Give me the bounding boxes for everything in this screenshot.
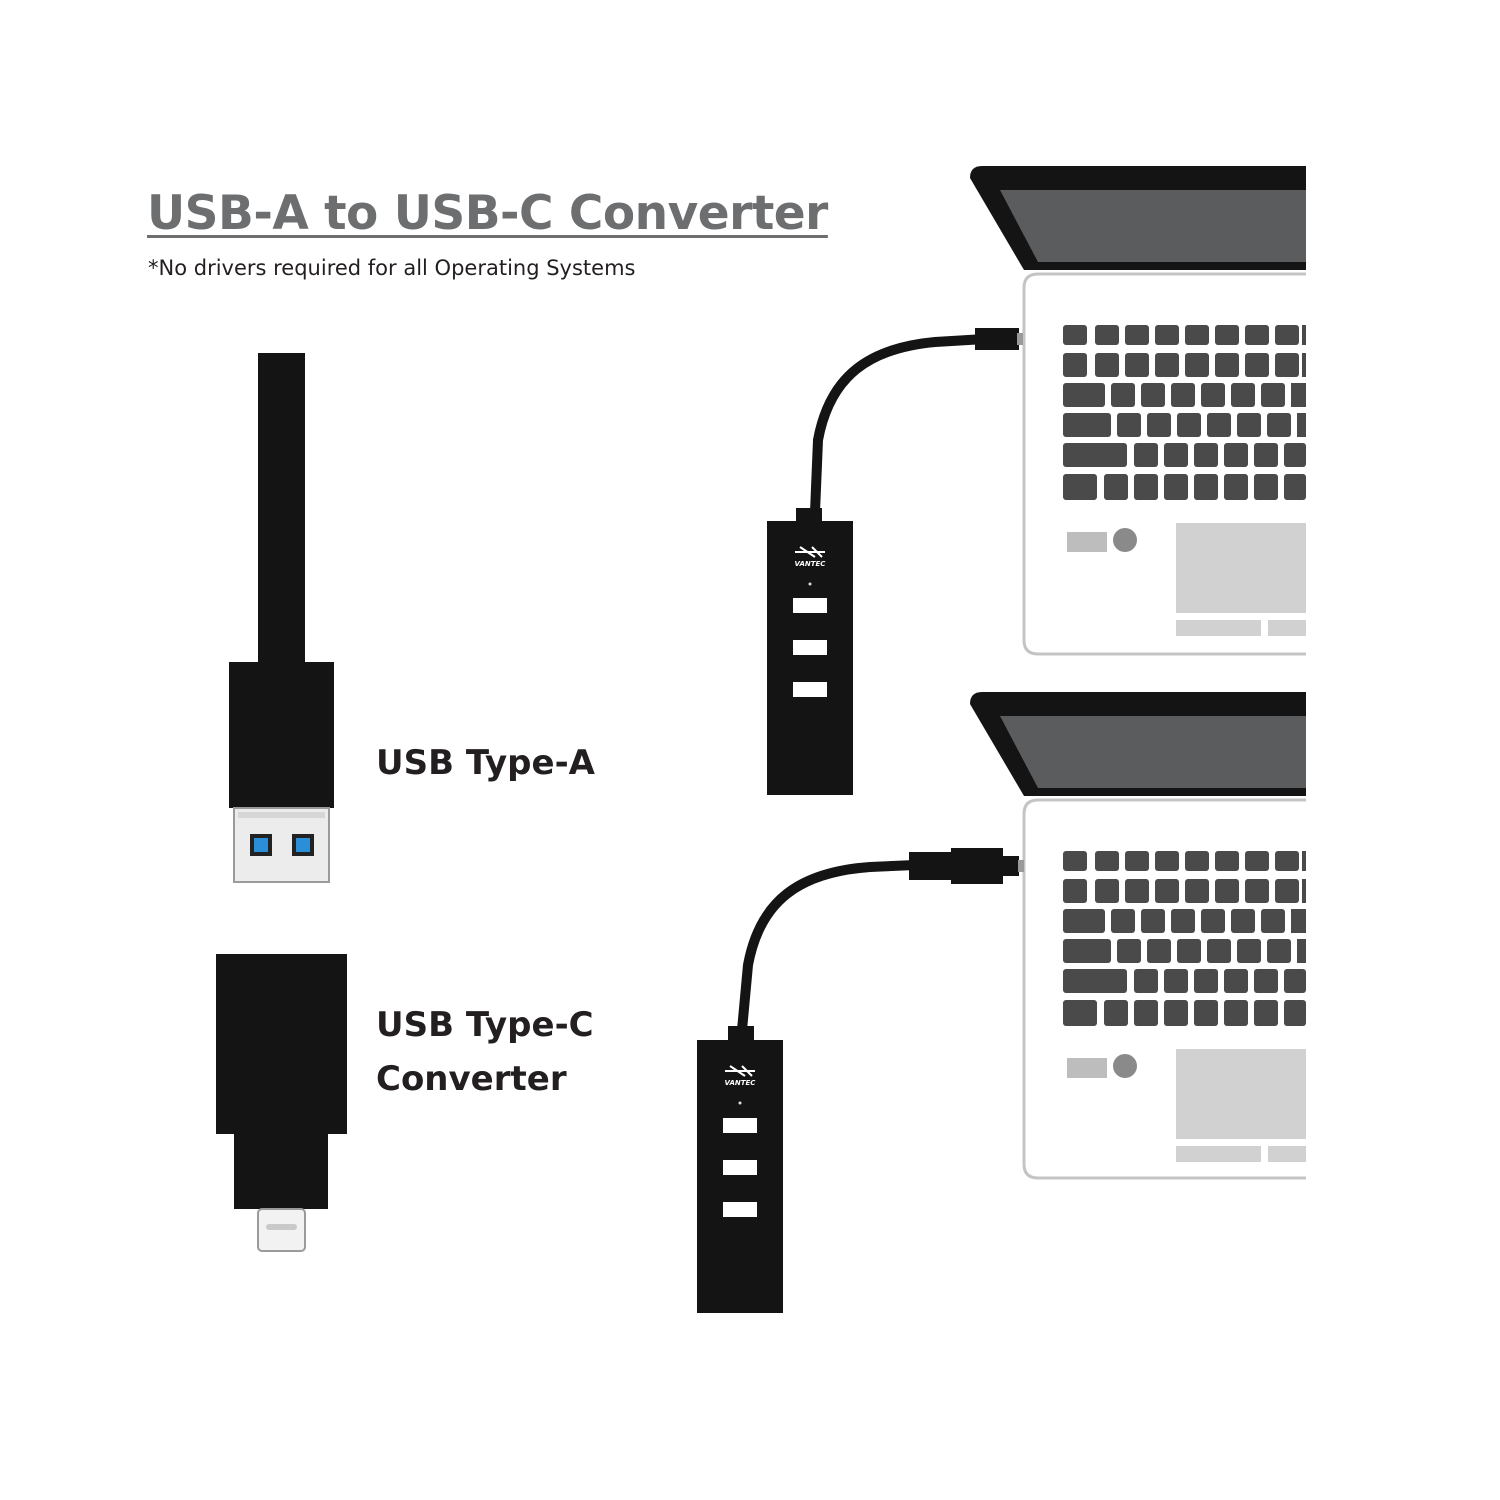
hub-usb-port (793, 640, 827, 655)
usb-a-cable (258, 353, 305, 668)
usb-a-contact-blue (296, 838, 310, 852)
laptop-trackpad (1176, 523, 1306, 613)
power-button-icon (1113, 528, 1137, 552)
hub-brand-logo: VANTEC (725, 1079, 757, 1087)
laptop-indicator (1067, 532, 1107, 552)
hub-usb-port (793, 682, 827, 697)
hub-usb-port (723, 1160, 757, 1175)
converter-neck (234, 1134, 328, 1209)
hub-usb-port (723, 1202, 757, 1217)
laptop-keyboard (1063, 851, 1306, 1026)
laptop-keyboard (1063, 325, 1306, 500)
page-title: USB-A to USB-C Converter (147, 186, 828, 241)
usb-a-metal-connector (233, 807, 330, 883)
usb-type-c-converter-icon (216, 954, 347, 1252)
converter-body (216, 954, 347, 1134)
laptop-trackpad (1176, 1049, 1306, 1139)
usb-a-housing (229, 662, 334, 808)
hub-cable-top (810, 334, 990, 517)
hub-brand-logo: VANTEC (795, 560, 827, 568)
hub-usb-port (723, 1118, 757, 1133)
laptop-screen (1000, 716, 1306, 788)
usb-c-converter-bottom (951, 848, 1003, 884)
power-button-icon (1113, 1054, 1137, 1078)
usb-type-a-plug-icon (229, 353, 334, 883)
usb-a-plug-bottom (909, 852, 951, 880)
usb-a-contact-blue (254, 838, 268, 852)
usb-type-c-label: USB Type-C (376, 1005, 594, 1045)
hub-usb-port (793, 598, 827, 613)
usb-c-plug-top (975, 328, 1019, 350)
laptop-indicator (1067, 1058, 1107, 1078)
usb-hub-top-icon: VANTEC (767, 521, 853, 795)
hub-cable-bottom (737, 860, 920, 1035)
laptop-screen (1000, 190, 1306, 262)
usb-type-a-label: USB Type-A (376, 743, 595, 783)
usb-type-c-label-line2: Converter (376, 1059, 567, 1099)
page-subtitle: *No drivers required for all Operating S… (148, 256, 636, 280)
laptop-top-icon (970, 166, 1306, 656)
usb-hub-bottom-icon: VANTEC (697, 1040, 783, 1313)
laptop-bottom-icon (970, 692, 1306, 1180)
